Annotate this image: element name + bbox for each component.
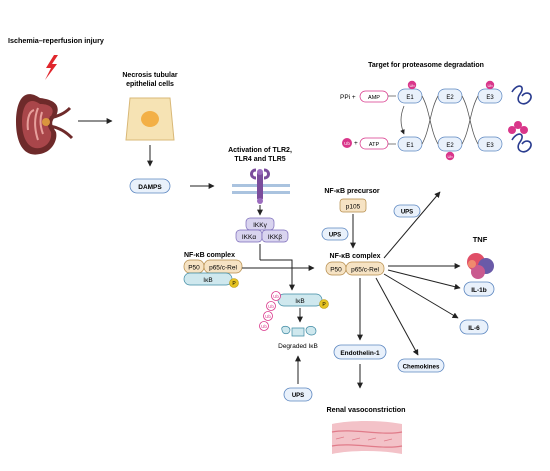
ub-label-3: Ub [265,314,271,319]
p65-label-left: p65/c-Rel [209,265,237,272]
p65-label-right: p65/c-Rel [351,267,379,274]
p105-label: p105 [346,204,361,211]
e2-label-top: E2 [446,95,454,101]
ikk-alpha-label: IKKα [242,234,256,241]
damps-pill: DAMPS [129,178,171,194]
proteasome-title: Target for proteasome degradation [368,62,484,69]
ub-label-4: Ub [261,324,267,329]
ub-label-e3: Ub [487,83,493,88]
activation-title-line2: TLR4 and TLR5 [234,156,285,163]
substrate-ribbon-top-icon [511,85,532,105]
atp-label: ATP [369,142,380,148]
ikb-ubiquitinated: IκB P Ub Ub Ub Ub [259,291,329,331]
il1b-pill: IL-1b [463,281,495,297]
ubiquitination-cycle: PPi + AMP Ub + ATP E1 Ub E2 E3 Ub E1 E2 … [340,80,532,161]
ups-label-right: UPS [401,210,413,216]
ikk-beta-label: IKKβ [268,234,282,241]
ub-label-2: Ub [268,304,274,309]
ups-label-bottom: UPS [292,393,304,399]
tlr-receptor-icon [232,168,290,204]
endothelin-label: Endothelin-1 [340,350,380,357]
ikk-gamma-label: IKKγ [253,222,267,229]
chemokines-label: Chemokines [403,364,440,371]
plus-sign: + [354,140,358,147]
e1-label-top: E1 [406,95,414,101]
ikb-label-ub: IκB [295,298,304,305]
tubular-epithelial-cell-icon [125,97,175,141]
blood-vessel-icon [331,421,403,454]
ppi-label: PPi + [340,94,356,101]
damps-label: DAMPS [138,184,162,191]
lightning-bolt-icon [45,55,58,80]
nfkb-complex-right-title: NF-κB complex [330,253,381,260]
necrosis-title-line1: Necrosis tubular [122,72,178,79]
phospho-label-left: P [232,281,236,287]
kidney-icon [16,94,74,155]
ikk-complex: IKKγ IKKα IKKβ [235,217,289,243]
e2-label-bottom: E2 [446,143,454,149]
nfkb-complex-left-title: NF-κB complex [184,252,235,259]
p105-box: p105 [339,198,367,213]
tnf-label: TNF [473,235,488,244]
ups-pill-mid: UPS [321,227,349,241]
il6-label: IL-6 [468,325,480,332]
ups-pill-right: UPS [393,204,421,218]
necrosis-title-line2: epithelial cells [126,81,174,88]
ub-label-1: Ub [273,294,279,299]
phospho-label-ub: P [322,302,326,308]
nfkb-complex-left: P50 p65/c-Rel IκB P [183,259,243,288]
ub-label-e2: Ub [447,154,453,159]
e1-label-bottom: E1 [406,143,414,149]
il1b-label: IL-1b [471,287,487,294]
ub-label-cycle: Ub [344,141,350,146]
precursor-title: NF-κB precursor [324,188,380,195]
activation-title-line1: Activation of TLR2, [228,147,292,154]
e3-label-bottom: E3 [486,143,494,149]
degraded-ikb-label: Degraded IκB [278,343,318,350]
chemokines-pill: Chemokines [397,358,445,373]
ub-label-e1: Ub [409,83,415,88]
ikb-label-left: IκB [203,277,212,284]
renal-vasoconstriction-title: Renal vasoconstriction [326,405,405,414]
ups-label-mid: UPS [329,233,341,239]
degraded-ikb-fragments [281,325,317,337]
e3-label-top: E3 [486,95,494,101]
p50-label-right: P50 [330,267,342,274]
substrate-ribbon-bottom-icon [511,133,532,153]
nfkb-complex-right: P50 p65/c-Rel [325,261,385,276]
endothelin-pill: Endothelin-1 [333,344,387,360]
ischemia-title: Ischemia–reperfusion injury [8,36,104,45]
il6-pill: IL-6 [459,319,489,335]
tnf-protein-icon [467,253,494,279]
ups-pill-bottom: UPS [283,387,313,402]
p50-label-left: P50 [188,265,200,272]
amp-label: AMP [368,95,380,101]
